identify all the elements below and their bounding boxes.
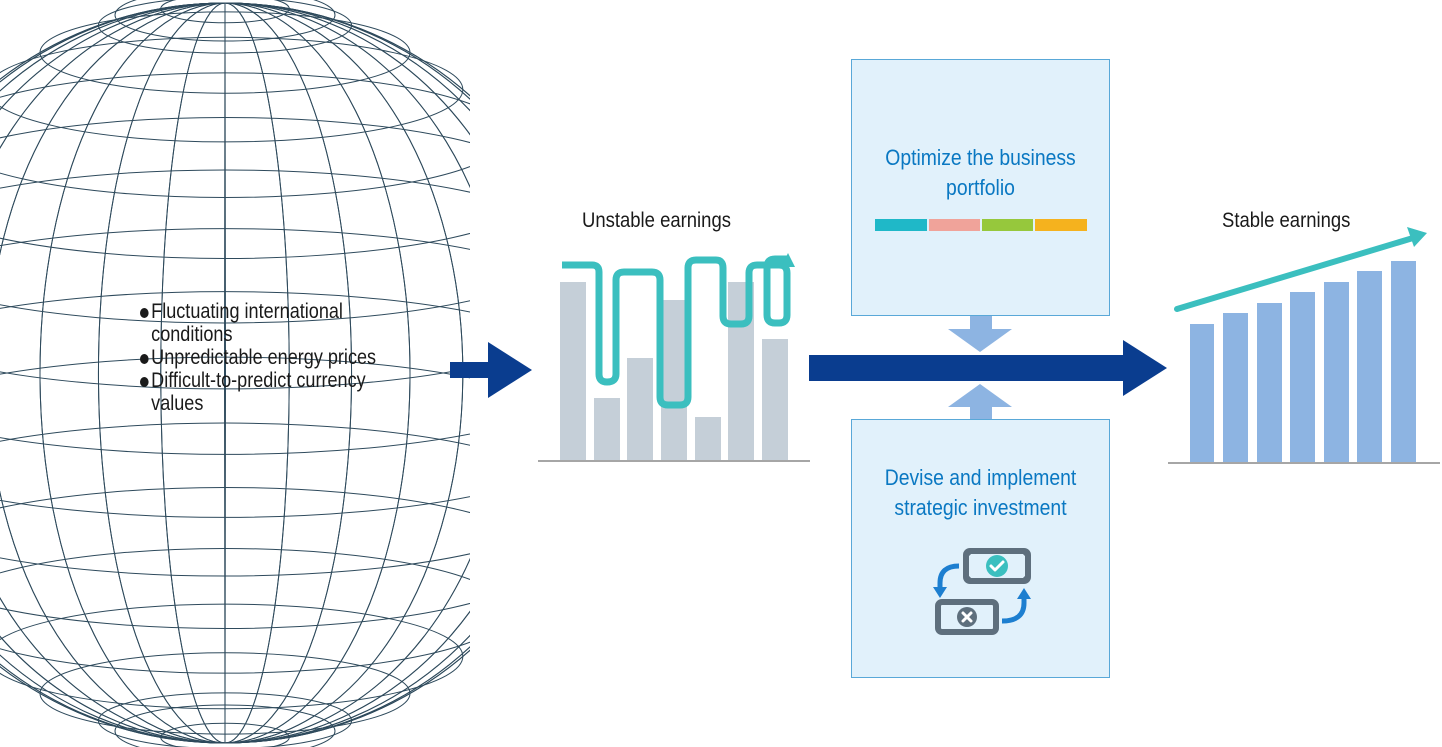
portfolio-segment-1: [875, 219, 927, 231]
optimize-portfolio-box: Optimize the business portfolio: [851, 59, 1110, 316]
stable-bar-1: [1190, 324, 1214, 462]
unstable-earnings-title: Unstable earnings: [582, 209, 731, 232]
risk-item-international: Fluctuating international conditions: [140, 300, 381, 346]
portfolio-segment-3: [982, 219, 1033, 231]
globe: [0, 0, 470, 747]
unstable-bar-1: [560, 282, 586, 460]
stable-bar-6: [1357, 271, 1382, 462]
stable-trend-arrowhead: [1407, 227, 1427, 247]
unstable-trend-line: [562, 255, 791, 409]
unstable-earnings-chart: [538, 253, 810, 462]
stable-earnings-chart: [1168, 227, 1440, 464]
portfolio-segment-2: [929, 219, 980, 231]
strategic-investment-box: Devise and implement strategic investmen…: [851, 419, 1110, 678]
investment-exchange-icon: [933, 548, 1031, 635]
unstable-trend-arrowhead: [781, 253, 795, 267]
stable-bar-4: [1290, 292, 1315, 462]
globe-to-unstable-arrow: [450, 342, 532, 398]
portfolio-segment-bar: [875, 219, 1087, 231]
stable-bar-3: [1257, 303, 1282, 462]
risk-list: Fluctuating international conditions Unp…: [140, 300, 381, 415]
stable-bar-2: [1223, 313, 1248, 462]
investment-title-line1: Devise and implement: [884, 465, 1077, 490]
stable-earnings-title: Stable earnings: [1222, 209, 1351, 232]
unstable-bar-3: [627, 358, 653, 460]
stable-bar-5: [1324, 282, 1349, 462]
portfolio-segment-4: [1035, 219, 1087, 231]
unstable-bar-7: [762, 339, 788, 460]
unstable-bar-5: [695, 417, 721, 460]
approved-bill-icon: [963, 548, 1031, 584]
rejected-bill-icon: [935, 599, 999, 635]
investment-title-line2: strategic investment: [894, 495, 1067, 520]
stable-bar-7: [1391, 261, 1416, 462]
portfolio-title-line1: Optimize the business: [885, 145, 1076, 170]
stable-trend-line: [1174, 235, 1416, 312]
unstable-bar-4: [661, 300, 687, 460]
risk-item-currency: Difficult-to-predict currency values: [140, 369, 381, 415]
unstable-bar-2: [594, 398, 620, 460]
main-arrow: [809, 340, 1167, 396]
portfolio-title-line2: portfolio: [946, 175, 1015, 200]
risk-item-energy: Unpredictable energy prices: [140, 346, 381, 369]
exchange-arrow-left: [937, 563, 960, 589]
investment-up-arrow: [948, 384, 1012, 421]
exchange-arrow-right: [1001, 597, 1027, 624]
portfolio-down-arrow: [948, 316, 1012, 352]
